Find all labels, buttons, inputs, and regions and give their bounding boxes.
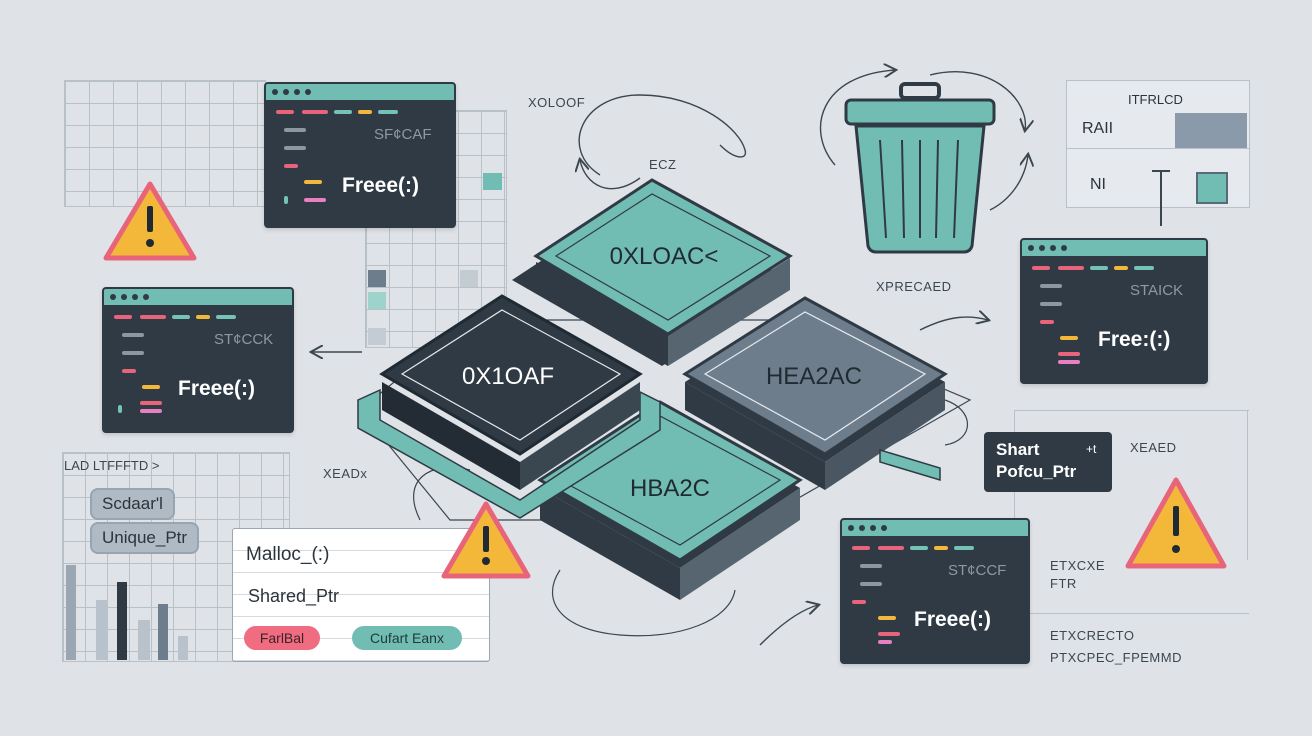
arrow-icon [819, 70, 895, 166]
smart-line2: Pofcu_Ptr [996, 462, 1077, 481]
bar-2 [96, 600, 108, 660]
bar-3 [117, 582, 127, 660]
tile-top-label: 0XLOAC< [610, 243, 719, 270]
tile-right-label: HEA2AC [766, 363, 862, 390]
panel-ni-block [1196, 172, 1228, 204]
panel-raii-block [1175, 113, 1247, 148]
window-dot-icon [132, 294, 138, 300]
label-ecz: ECZ [649, 157, 677, 172]
label-xoloof: XOLOOF [528, 95, 586, 110]
terminal-bottom-right: ST¢CCF Freee(:) [840, 518, 1030, 664]
window-dot-icon [1039, 245, 1045, 251]
window-dot-icon [1050, 245, 1056, 251]
malloc-line: Malloc_(:) [246, 544, 330, 565]
panel-right-outline [1014, 410, 1249, 614]
pill-scdaarl: Scdaar'l [90, 488, 175, 520]
tile-right [682, 296, 948, 490]
label-xeadx: XEADx [323, 466, 368, 481]
panel-connector-top [1152, 170, 1170, 172]
tile-top [512, 178, 793, 366]
bar-5 [158, 604, 168, 660]
panel-ni-label: NI [1090, 176, 1106, 193]
terminal-label: ST¢CCK [214, 331, 274, 348]
warning-icon [1125, 477, 1227, 569]
arrow-icon [989, 155, 1028, 211]
window-dot-icon [848, 525, 854, 531]
label-xprecaed: XPRECAED [876, 279, 952, 294]
label-xeaed: XEAED [1130, 440, 1177, 455]
tile-left-label: 0X1OAF [462, 363, 554, 390]
panel-right-outline-edge [1247, 410, 1248, 560]
window-dot-icon [305, 89, 311, 95]
panel-top-right-divider [1066, 148, 1249, 149]
label-etxcrecto: ETXCRECTO [1050, 628, 1135, 643]
badge-teal: Cufart Eanx [352, 626, 462, 650]
grid-cell-dark [368, 270, 386, 287]
panel-left-header: LAD LTFFFTD > [64, 458, 160, 473]
pill-unique-ptr: Unique_Ptr [90, 522, 200, 554]
bar-6 [178, 636, 188, 660]
bar-1 [66, 565, 76, 660]
terminal-mid-left: ST¢CCK Freee(:) [102, 287, 294, 433]
terminal-label: STAICK [1130, 282, 1184, 299]
grid-cell-gray-2 [368, 328, 386, 345]
warning-icon [441, 501, 531, 579]
arrow-icon [580, 160, 641, 190]
label-ptxcpec: PTXCPEC_FPEMMD [1050, 650, 1182, 665]
window-dot-icon [1061, 245, 1067, 251]
grid-top-left [64, 80, 266, 207]
terminal-label: ST¢CCF [948, 562, 1007, 579]
grid-cell-teal-2 [368, 292, 386, 309]
window-dot-icon [881, 525, 887, 531]
panel-raii-label: RAII [1082, 120, 1114, 137]
warning-icon [103, 181, 197, 261]
smart-ptr-box [984, 432, 1112, 492]
window-dot-icon [294, 89, 300, 95]
grid-cell-teal [483, 173, 502, 190]
window-dot-icon [121, 294, 127, 300]
terminal-right: STAICK Free:(:) [1020, 238, 1208, 384]
badge-red: FarlBal [244, 626, 320, 650]
terminal-label: SF¢CAF [374, 126, 432, 143]
smart-line1: Shart [996, 440, 1040, 459]
smart-line1-suffix: +t [1086, 442, 1097, 456]
bar-4 [138, 620, 150, 660]
panel-connector [1160, 170, 1162, 226]
terminal-code: Freee(:) [178, 377, 256, 400]
terminal-code: Freee(:) [914, 608, 992, 631]
window-dot-icon [110, 294, 116, 300]
arrow-icon [759, 605, 818, 646]
arrow-icon [919, 317, 988, 331]
window-dot-icon [143, 294, 149, 300]
grid-cell-gray [460, 270, 478, 287]
terminal-code: Free:(:) [1098, 328, 1171, 351]
shared-ptr-line: Shared_Ptr [248, 586, 340, 606]
label-etxcxe: ETXCXE [1050, 558, 1106, 573]
window-dot-icon [283, 89, 289, 95]
trash-icon [844, 82, 996, 254]
window-dot-icon [1028, 245, 1034, 251]
window-dot-icon [859, 525, 865, 531]
label-ftr: FTR [1050, 576, 1077, 591]
window-dot-icon [272, 89, 278, 95]
terminal-top-left: SF¢CAF Freee(:) [264, 82, 456, 228]
arrow-icon [578, 94, 747, 176]
arrow-icon [944, 399, 969, 446]
tile-left [357, 294, 661, 519]
terminal-code: Freee(:) [342, 174, 420, 197]
arrow-icon [551, 569, 736, 637]
panel-top-right-title: ITFRLCD [1128, 92, 1183, 107]
arrow-icon [929, 71, 1025, 130]
tile-bottom-label: HBA2C [630, 475, 710, 502]
window-dot-icon [870, 525, 876, 531]
